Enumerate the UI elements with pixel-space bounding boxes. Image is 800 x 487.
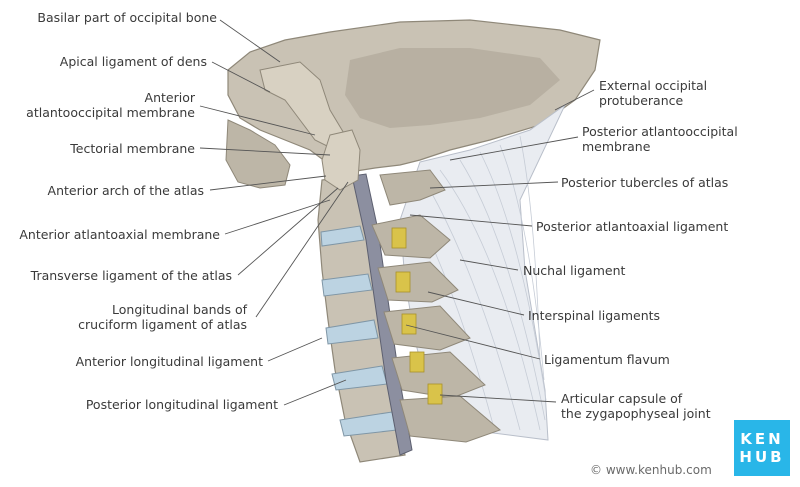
label-articular-capsule-line2: the zygapophyseal joint <box>561 406 711 421</box>
pharynx-bone <box>225 119 291 189</box>
label-ligamentum-flavum: Ligamentum flavum <box>544 352 670 367</box>
label-transverse-ligament: Transverse ligament of the atlas <box>30 268 232 283</box>
label-nuchal-ligament: Nuchal ligament <box>523 263 626 278</box>
logo-line2: HUB <box>739 448 785 466</box>
label-longitudinal-bands-line1: Longitudinal bands of <box>112 302 247 317</box>
leader-lines-right <box>405 89 595 403</box>
label-anterior-atlantoaxial: Anterior atlantoaxial membrane <box>19 227 220 242</box>
label-external-occipital: External occipital protuberance <box>599 78 707 108</box>
ligamentum-flavum <box>391 227 443 405</box>
kenhub-logo[interactable]: KEN HUB <box>734 420 790 476</box>
label-articular-capsule: Articular capsule of the zygapophyseal j… <box>561 391 711 421</box>
label-longitudinal-bands-line2: cruciform ligament of atlas <box>78 317 247 332</box>
label-anterior-atlantooccipital-line2: atlantooccipital membrane <box>26 105 195 120</box>
credit-text: © www.kenhub.com <box>590 463 712 477</box>
label-tectorial-membrane: Tectorial membrane <box>70 141 195 156</box>
label-anterior-arch: Anterior arch of the atlas <box>47 183 204 198</box>
leader-lines-left <box>199 19 349 406</box>
skull-cavity-shadow <box>345 48 560 128</box>
label-anterior-atlantooccipital: Anterior atlantooccipital membrane <box>26 90 195 120</box>
label-articular-capsule-line1: Articular capsule of <box>561 391 683 406</box>
intervertebral-discs <box>320 225 398 437</box>
label-posterior-atlantooccipital: Posterior atlantooccipital membrane <box>582 124 738 154</box>
label-posterior-atlantooccipital-line1: Posterior atlantooccipital <box>582 124 738 139</box>
spinal-canal <box>351 173 413 456</box>
label-apical-ligament: Apical ligament of dens <box>59 54 207 69</box>
label-longitudinal-bands: Longitudinal bands of cruciform ligament… <box>78 302 247 332</box>
label-posterior-atlantooccipital-line2: membrane <box>582 139 651 154</box>
dens-atlas <box>321 129 361 191</box>
label-anterior-longitudinal: Anterior longitudinal ligament <box>75 354 263 369</box>
label-basilar-part: Basilar part of occipital bone <box>37 10 217 25</box>
label-anterior-atlantooccipital-line1: Anterior <box>144 90 195 105</box>
label-external-occipital-line1: External occipital <box>599 78 708 93</box>
label-external-occipital-line2: protuberance <box>599 93 684 108</box>
label-interspinal-ligaments: Interspinal ligaments <box>528 308 661 323</box>
logo-line1: KEN <box>740 430 784 448</box>
label-posterior-tubercles: Posterior tubercles of atlas <box>561 175 729 190</box>
label-posterior-longitudinal: Posterior longitudinal ligament <box>85 397 278 412</box>
label-posterior-atlantoaxial: Posterior atlantoaxial ligament <box>536 219 729 234</box>
